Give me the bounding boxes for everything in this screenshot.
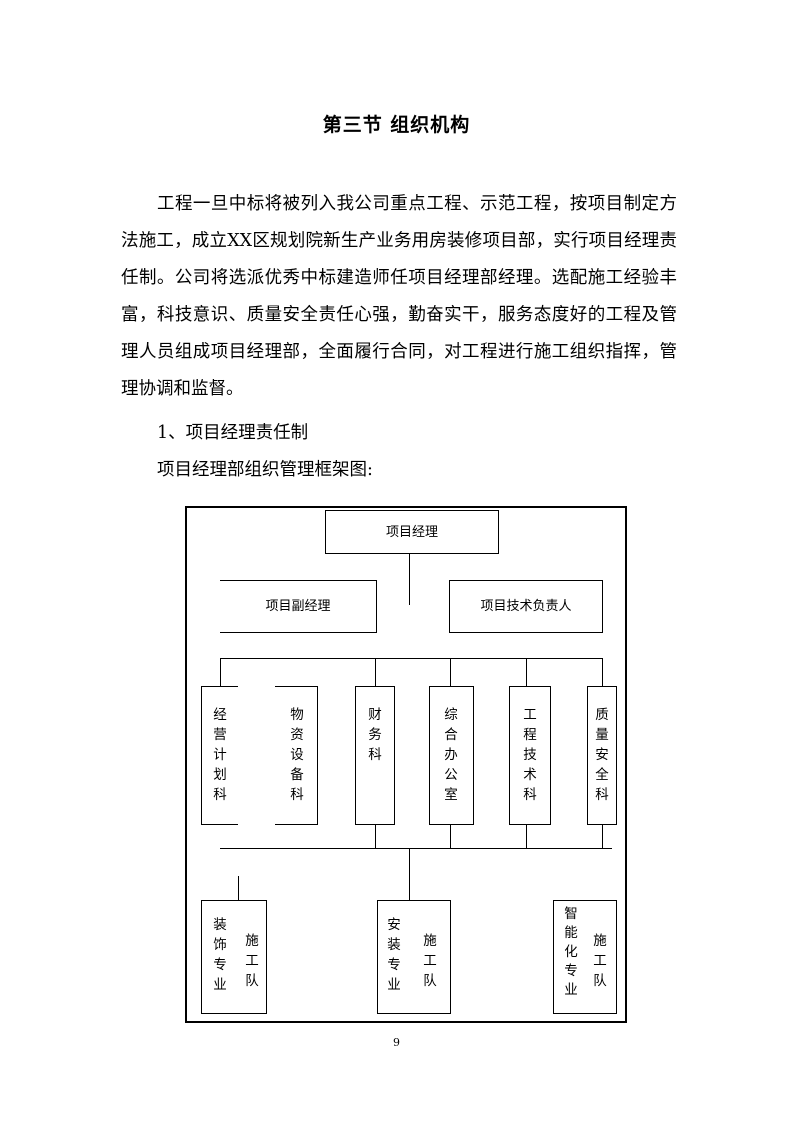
technical-lead-label: 项目技术负责人 — [480, 599, 572, 614]
team-specialty-installation: 安装专业 — [387, 917, 401, 993]
page-number: 9 — [393, 1036, 400, 1049]
team-box-installation: 安装专业 施工队 — [377, 900, 451, 1014]
connector-dept-drop-2 — [375, 658, 376, 686]
dept-label-quality: 质量安全科 — [595, 707, 609, 803]
intro-paragraph: 工程一旦中标将被列入我公司重点工程、示范工程，按项目制定方法施工，成立XX区规划… — [121, 194, 677, 399]
connector-team-center — [409, 848, 410, 900]
dept-label-planning: 经营计划科 — [213, 707, 227, 803]
deputy-manager-label: 项目副经理 — [265, 599, 331, 614]
connector-dept-rise-3 — [526, 824, 527, 848]
connector-team-left — [238, 876, 239, 900]
connector-dept-rise-2 — [450, 824, 451, 848]
connector-dept-drop-1 — [220, 658, 221, 686]
technical-lead-box: 项目技术负责人 — [449, 580, 603, 633]
connector-dept-drop-4 — [526, 658, 527, 686]
connector-manager-down — [409, 553, 410, 605]
dept-box-engineering: 工程技术科 — [509, 686, 551, 825]
connector-dept-drop-3 — [450, 658, 451, 686]
dept-label-engineering: 工程技术科 — [523, 707, 537, 803]
chart-caption: 项目经理部组织管理框架图: — [157, 460, 373, 480]
connector-team-bus — [220, 848, 612, 849]
deputy-manager-box: 项目副经理 — [220, 580, 377, 633]
project-manager-label: 项目经理 — [385, 524, 438, 540]
team-box-decoration: 装饰专业 施工队 — [201, 900, 267, 1014]
section-title: 第三节 组织机构 — [322, 114, 471, 136]
org-chart: 项目经理 项目副经理 项目技术负责人 经营计划科 物资设备科 财务科 综合办公室… — [185, 506, 627, 1023]
team-specialty-intelligent: 智能化专业 — [564, 906, 578, 998]
team-box-intelligent: 智能化专业 施工队 — [553, 900, 617, 1014]
dept-box-finance: 财务科 — [355, 686, 395, 825]
team-name-installation: 施工队 — [423, 933, 437, 989]
dept-box-quality: 质量安全科 — [587, 686, 617, 825]
item-heading: 1、项目经理责任制 — [157, 423, 309, 443]
connector-dept-drop-5 — [602, 658, 603, 686]
dept-box-planning: 经营计划科 — [201, 686, 238, 825]
connector-dept-rise-4 — [602, 824, 603, 848]
dept-label-finance: 财务科 — [368, 707, 382, 763]
team-name-decoration: 施工队 — [245, 933, 259, 989]
connector-dept-rise-1 — [375, 824, 376, 848]
dept-box-materials: 物资设备科 — [275, 686, 318, 825]
connector-dept-bus — [220, 658, 603, 659]
team-name-intelligent: 施工队 — [593, 933, 607, 989]
dept-box-office: 综合办公室 — [429, 686, 474, 825]
dept-label-materials: 物资设备科 — [290, 707, 304, 803]
team-specialty-decoration: 装饰专业 — [213, 917, 227, 993]
dept-label-office: 综合办公室 — [444, 707, 458, 803]
project-manager-box: 项目经理 — [325, 510, 499, 554]
